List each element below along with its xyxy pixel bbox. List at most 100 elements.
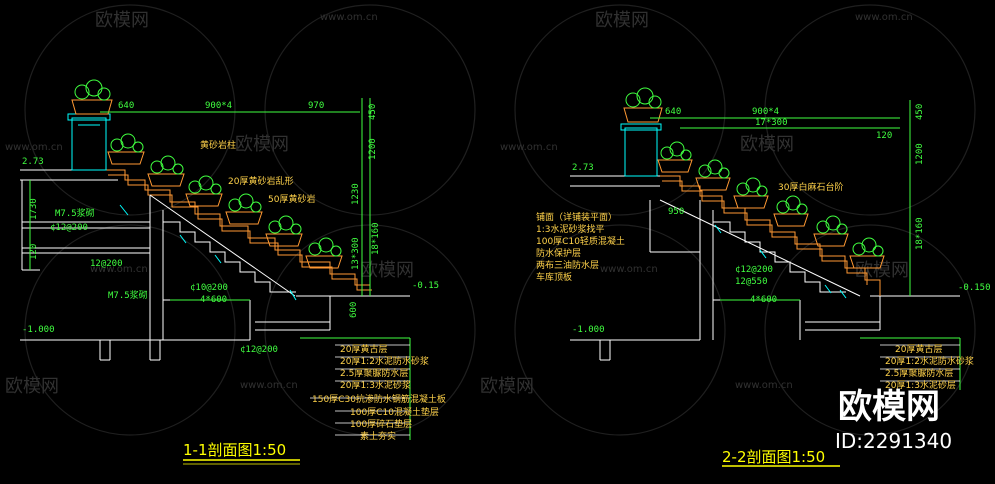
layer-label: 20厚1:2水泥防水砂浆	[885, 355, 974, 367]
watermark-brand: 欧模网	[95, 10, 149, 31]
watermark-brand: 欧模网	[855, 260, 909, 281]
section-title: 1-1剖面图1:50	[183, 441, 286, 459]
section-1-1: 640 900*4 970 450 1200 1230 13*300 18*16…	[20, 79, 446, 465]
planter-icon	[657, 141, 693, 173]
annotation: 950	[668, 207, 684, 217]
dimension-lines	[650, 100, 961, 390]
level-top: 2.73	[572, 163, 594, 173]
note-line: 铺面（详铺装平面）	[536, 211, 617, 223]
brand-badge: 欧模网 ID:2291340	[835, 387, 952, 453]
section-title: 2-2剖面图1:50	[722, 448, 825, 466]
dim-right-2: 1200	[368, 138, 378, 160]
structure-lines	[570, 175, 960, 361]
dim-right-1: 450	[915, 104, 925, 120]
watermark-brand: 欧模网	[595, 10, 649, 31]
annotation: 12@550	[735, 277, 768, 287]
layer-label: 20厚黄古层	[895, 343, 942, 355]
planter-icon	[265, 215, 303, 247]
watermark-url: www.om.cn	[240, 380, 298, 391]
annotation: 12@200	[90, 259, 123, 269]
watermark-brand: 欧模网	[360, 260, 414, 281]
dim-top-3: 17*300	[755, 118, 788, 128]
watermark-url: www.om.cn	[735, 380, 793, 391]
dim-top-1: 640	[118, 101, 134, 111]
watermark-url: www.om.cn	[600, 264, 658, 275]
annotation: 120	[29, 244, 39, 260]
dim-right-2: 1200	[915, 143, 925, 165]
level-right: -0.15	[412, 281, 439, 291]
layer-label: 100厚碎石垫层	[350, 418, 412, 430]
planter-icon	[71, 79, 113, 115]
layer-label: 20厚1:3水泥砂浆	[340, 379, 411, 391]
level-bottom: -1.000	[22, 325, 55, 335]
annotation: M7.5浆砌	[108, 289, 148, 301]
planter-icon	[185, 175, 223, 207]
asset-id: ID:2291340	[835, 429, 952, 453]
note-line: 1:3水泥砂浆找平	[536, 223, 605, 235]
dim-top-2: 900*4	[752, 107, 779, 117]
dim-right-3: 1230	[351, 183, 361, 205]
watermark-url: www.om.cn	[855, 12, 913, 23]
layer-label: 20厚1:3水泥砂层	[885, 379, 956, 391]
planter-icon	[733, 177, 769, 209]
layer-label: 150厚C30抗渗防水钢筋混凝土板	[312, 393, 446, 405]
annotation: 600	[349, 302, 359, 318]
dim-top-1: 640	[665, 107, 681, 117]
planter-icon	[305, 237, 343, 269]
watermark-brand: 欧模网	[235, 134, 289, 155]
dim-right-5: 18*160	[371, 222, 381, 255]
watermark-brand: 欧模网	[5, 376, 59, 397]
dim-top-3: 970	[308, 101, 324, 111]
layer-label: 20厚1:2水泥防水砂浆	[340, 355, 429, 367]
annotation: 4*600	[750, 295, 777, 305]
lower-stair	[149, 194, 296, 297]
planter-icon	[849, 237, 885, 269]
leader-lines	[310, 344, 410, 436]
layer-label: 100厚C10混凝土垫层	[350, 406, 439, 418]
layer-label: 2.5厚聚脲防水层	[885, 367, 953, 379]
waterproof-hatch	[714, 224, 847, 299]
annotation: 20厚黄砂岩乱形	[228, 175, 293, 187]
watermark-layer: 欧模网 www.om.cn 欧模网 www.om.cn www.om.cn 欧模…	[5, 4, 976, 436]
brand-logo-text: 欧模网	[838, 387, 940, 427]
dim-right-4: 13*300	[351, 237, 361, 270]
annotation: ¢12@200	[50, 223, 88, 233]
watermark-url: www.om.cn	[320, 12, 378, 23]
watermark-brand: 欧模网	[480, 376, 534, 397]
planter-icon	[695, 159, 731, 191]
planter-icon	[107, 133, 145, 165]
planter-icon	[773, 195, 809, 227]
annotation: ¢12@200	[240, 345, 278, 355]
annotation: 1730	[29, 198, 39, 220]
planter-icon	[225, 193, 263, 225]
planters	[623, 87, 885, 269]
level-top: 2.73	[22, 157, 44, 167]
dim-right-1: 450	[368, 104, 378, 120]
watermark-url: www.om.cn	[90, 264, 148, 275]
layer-label: 2.5厚聚脲防水层	[340, 367, 408, 379]
level-bottom: -1.000	[572, 325, 605, 335]
annotation: ¢10@200	[190, 283, 228, 293]
layer-label: 素土夯实	[360, 430, 396, 442]
leader-lines	[880, 344, 960, 382]
annotation: 4*600	[200, 295, 227, 305]
note-line: 两布三油防水层	[536, 259, 599, 271]
dim-right-4: 120	[876, 131, 892, 141]
planter-icon	[813, 215, 849, 247]
watermark-arcs	[24, 4, 976, 436]
annotation: 黄砂岩柱	[200, 139, 236, 151]
note-line: 防水保护层	[536, 247, 581, 259]
watermark-url: www.om.cn	[5, 142, 63, 153]
note-line: 车库顶板	[536, 271, 572, 283]
stair-steps	[105, 169, 372, 296]
dim-top-2: 900*4	[205, 101, 232, 111]
dim-right-3: 18*160	[915, 217, 925, 250]
pillar	[620, 123, 662, 177]
note-line: 100厚C10轻质混凝土	[536, 235, 625, 247]
planter-icon	[147, 155, 185, 187]
lower-stair	[713, 221, 846, 293]
annotation: 30厚白麻石台阶	[778, 181, 843, 193]
annotation: M7.5浆砌	[55, 207, 95, 219]
waterproof-hatch	[119, 204, 297, 301]
